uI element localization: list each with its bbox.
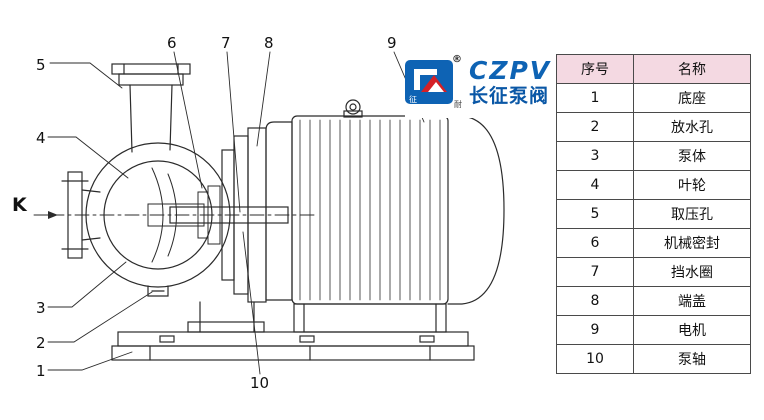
part-name: 机械密封 — [633, 228, 751, 258]
k-arrow-head — [48, 211, 58, 219]
part-number: 4 — [556, 170, 634, 200]
suction-flange — [61, 171, 101, 259]
logo-chinese-name: 长征泵阀 — [469, 85, 550, 107]
pump-casing — [85, 142, 231, 297]
table-row: 5 取压孔 — [556, 199, 751, 229]
pump-drawing: 5 4 3 2 1 6 7 8 9 10 K — [12, 34, 505, 392]
base-plate — [111, 303, 475, 361]
part-number: 7 — [556, 257, 634, 287]
bracket-endcover — [187, 127, 267, 333]
discharge-flange — [111, 63, 191, 153]
registered-trademark-symbol: ® — [452, 54, 462, 65]
part-number: 9 — [556, 315, 634, 345]
part-number: 2 — [556, 112, 634, 142]
callout-label-10: 10 — [250, 374, 269, 392]
leader-8 — [256, 51, 271, 147]
table-row: 9 电机 — [556, 315, 751, 345]
header-number: 序号 — [556, 54, 634, 84]
table-row: 2 放水孔 — [556, 112, 751, 142]
part-name: 挡水圈 — [633, 257, 751, 287]
table-header-row: 序号 名称 — [556, 54, 751, 84]
pump-shaft — [169, 206, 289, 224]
leader-lines — [33, 51, 425, 375]
callout-label-2: 2 — [36, 334, 46, 352]
part-name: 取压孔 — [633, 199, 751, 229]
part-name: 叶轮 — [633, 170, 751, 200]
table-row: 10 泵轴 — [556, 344, 751, 374]
callout-label-8: 8 — [264, 34, 274, 52]
table-row: 1 底座 — [556, 83, 751, 113]
callout-label-7: 7 — [221, 34, 231, 52]
callout-label-1: 1 — [36, 362, 46, 380]
part-name: 泵轴 — [633, 344, 751, 374]
logo-badge-right-char: 耐 — [454, 99, 462, 109]
logo-texts: CZPV 长征泵阀 — [469, 58, 551, 106]
logo-wordmark: CZPV — [469, 56, 552, 85]
callout-label-4: 4 — [36, 129, 46, 147]
motor-endcap — [447, 115, 505, 305]
callout-label-6: 6 — [167, 34, 177, 52]
callout-label-3: 3 — [36, 299, 46, 317]
part-name: 端盖 — [633, 286, 751, 316]
impeller — [147, 167, 205, 263]
motor-body — [265, 115, 449, 305]
part-name: 底座 — [633, 83, 751, 113]
header-name: 名称 — [633, 54, 751, 84]
k-view-label: K — [12, 194, 28, 216]
leader-4 — [47, 136, 129, 179]
table-row: 3 泵体 — [556, 141, 751, 171]
czpv-logo-mark: 征 耐 — [405, 60, 462, 109]
table-row: 4 叶轮 — [556, 170, 751, 200]
parts-table: 序号 名称 1 底座 2 放水孔 3 泵体 4 叶轮 5 取压孔 — [556, 54, 751, 374]
table-row: 7 挡水圈 — [556, 257, 751, 287]
part-name: 放水孔 — [633, 112, 751, 142]
part-number: 8 — [556, 286, 634, 316]
leader-2 — [47, 291, 153, 343]
logo-badge-left-char: 征 — [409, 94, 417, 104]
part-number: 3 — [556, 141, 634, 171]
leader-3 — [47, 261, 127, 308]
table-row: 6 机械密封 — [556, 228, 751, 258]
part-number: 6 — [556, 228, 634, 258]
part-name: 泵体 — [633, 141, 751, 171]
leader-5 — [49, 62, 123, 89]
callout-label-9: 9 — [387, 34, 397, 52]
callout-label-5: 5 — [36, 56, 46, 74]
motor-fins — [299, 119, 441, 301]
callout-labels: 5 4 3 2 1 6 7 8 9 10 K — [12, 34, 397, 392]
part-number: 10 — [556, 344, 634, 374]
part-name: 电机 — [633, 315, 751, 345]
lifting-eye — [343, 99, 363, 118]
mechanical-seal — [197, 185, 221, 245]
part-number: 5 — [556, 199, 634, 229]
table-row: 8 端盖 — [556, 286, 751, 316]
leader-1 — [47, 351, 133, 371]
leader-6 — [173, 51, 203, 189]
leader-7 — [226, 51, 241, 213]
czpv-logo: 征 耐 CZPV 长征泵阀 — [405, 58, 563, 118]
leader-10 — [242, 231, 261, 375]
part-number: 1 — [556, 83, 634, 113]
